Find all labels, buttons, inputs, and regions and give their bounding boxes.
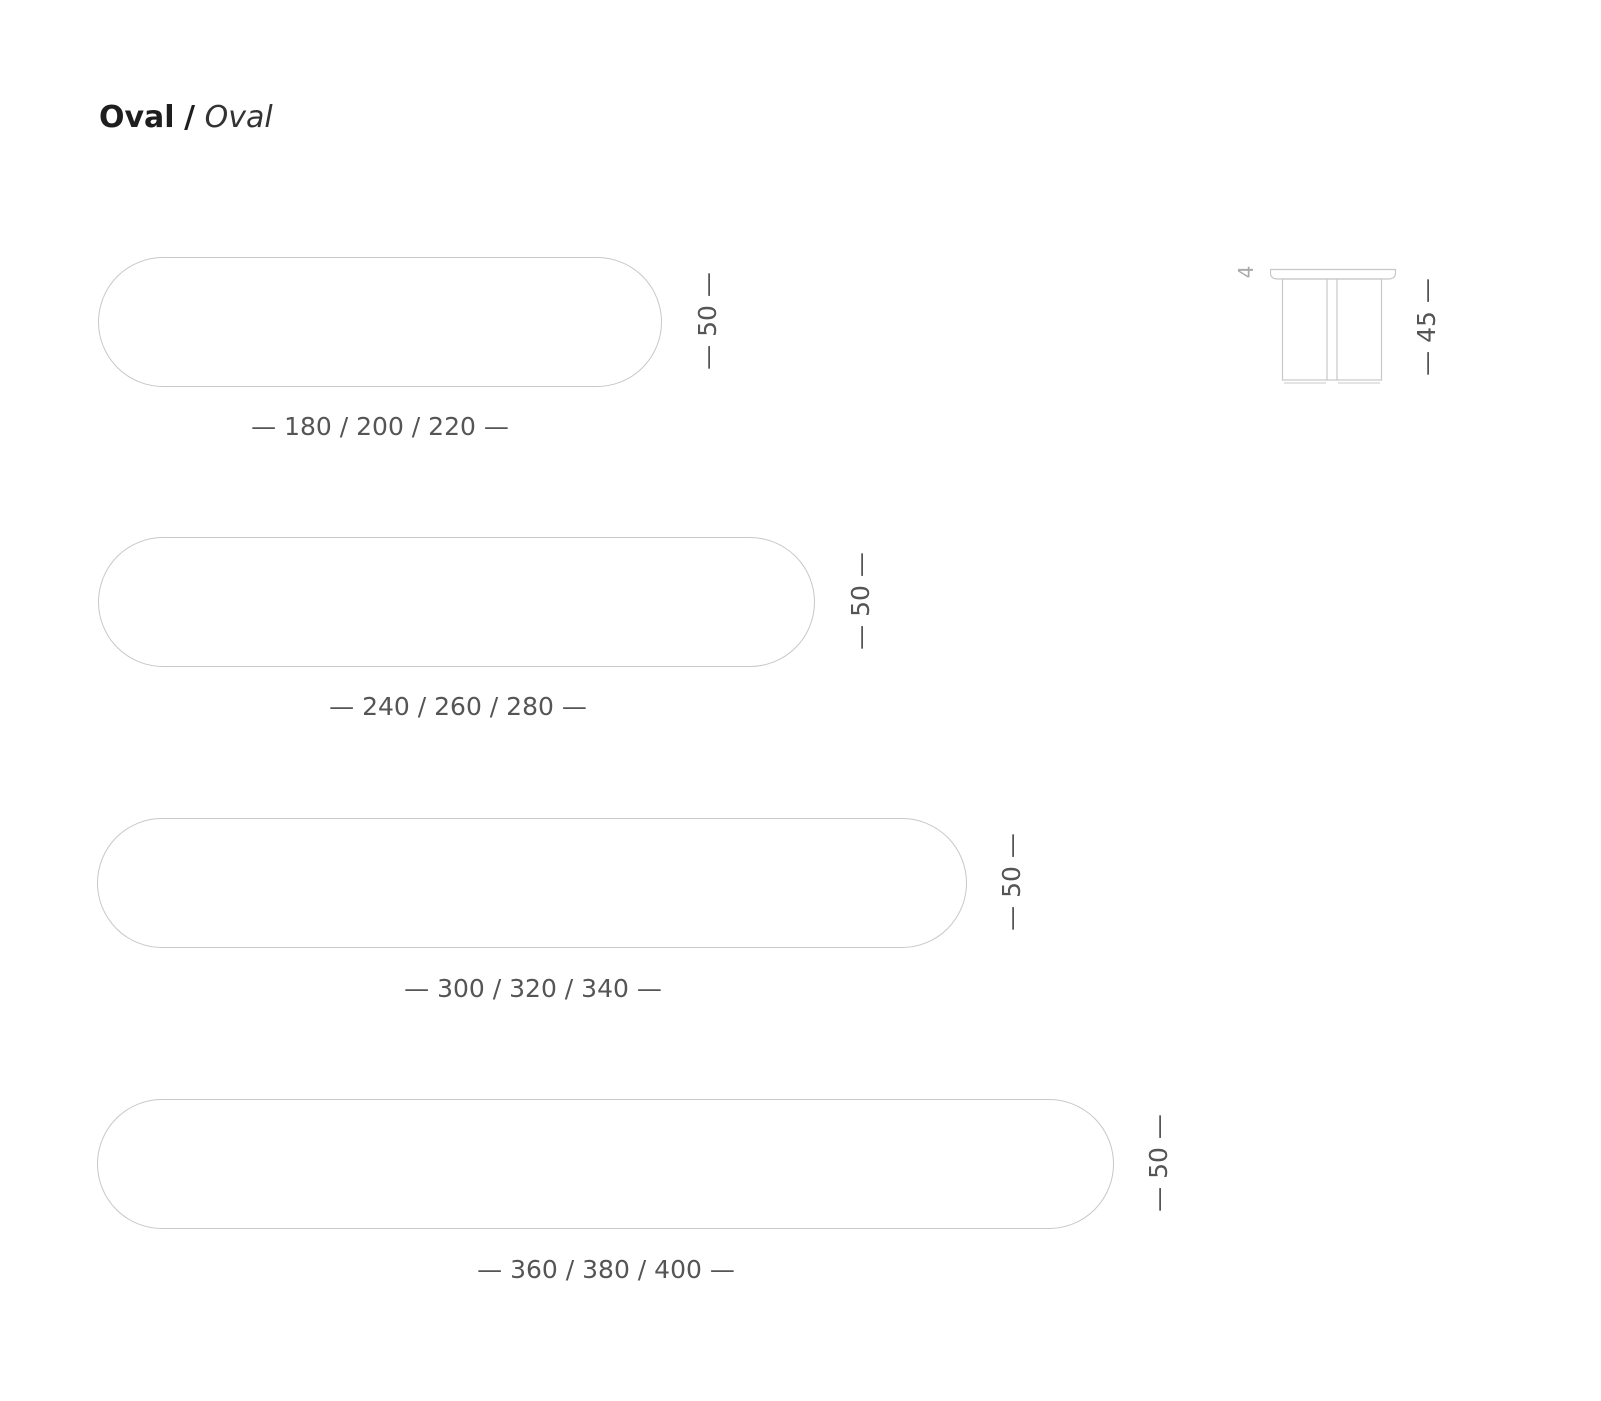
title-alt: Oval <box>204 100 273 135</box>
width-dimension-4: — 360 / 380 / 400 — <box>477 1255 735 1284</box>
page-title: Oval / Oval <box>99 100 273 136</box>
oval-table-outline-1 <box>98 257 662 387</box>
oval-table-outline-4 <box>97 1099 1114 1229</box>
base-body <box>1281 278 1383 381</box>
width-dimension-3: — 300 / 320 / 340 — <box>404 974 662 1003</box>
side-elevation-drawing <box>1270 268 1397 384</box>
oval-table-outline-2 <box>98 537 815 667</box>
depth-dimension-1: — 50 — <box>693 272 722 370</box>
title-bold: Oval <box>99 100 175 135</box>
depth-dimension-3: — 50 — <box>997 833 1026 931</box>
title-separator: / <box>184 100 196 135</box>
top-thickness-dimension: 4 <box>1234 265 1258 279</box>
width-dimension-1: — 180 / 200 / 220 — <box>251 412 509 441</box>
tabletop-profile <box>1270 268 1397 280</box>
depth-dimension-2: — 50 — <box>846 552 875 650</box>
oval-table-outline-3 <box>97 818 967 948</box>
depth-dimension-4: — 50 — <box>1144 1114 1173 1212</box>
width-dimension-2: — 240 / 260 / 280 — <box>329 692 587 721</box>
height-dimension: — 45 — <box>1412 278 1441 376</box>
